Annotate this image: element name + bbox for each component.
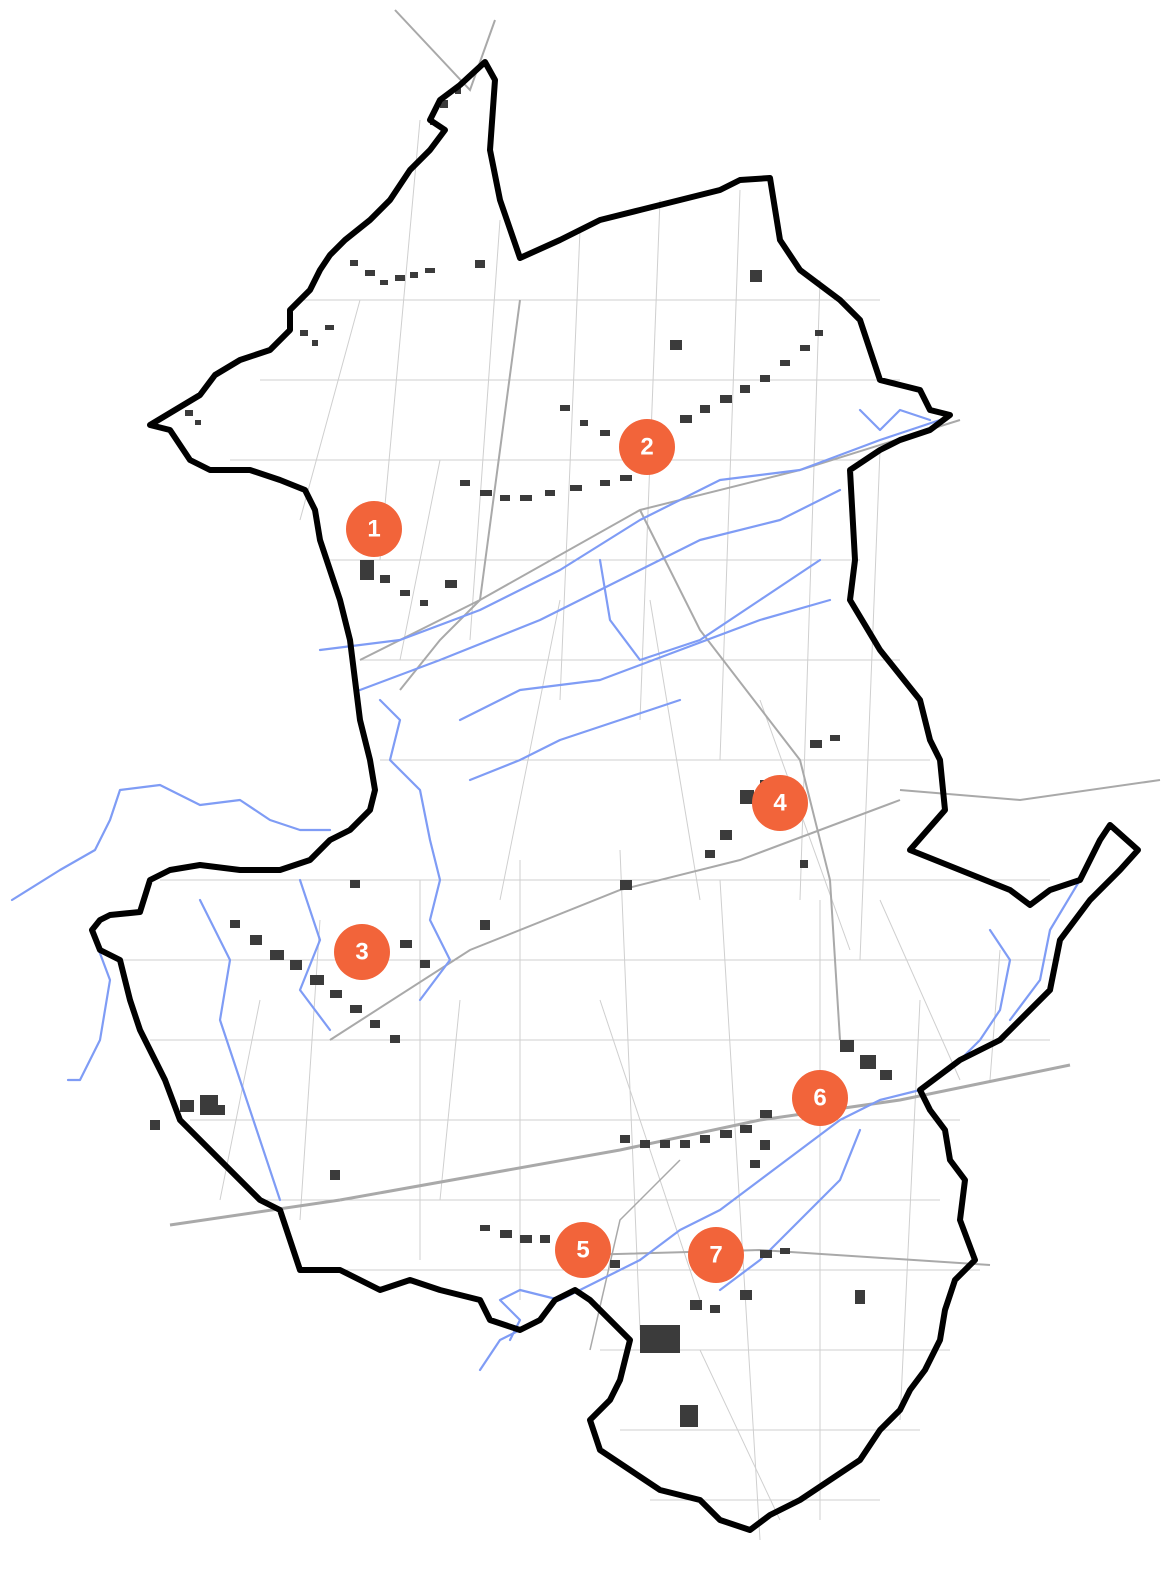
municipality-boundary	[89, 59, 1141, 1533]
site-markers: 1 2 3 4 5 6 7	[334, 419, 848, 1283]
waterways	[10, 408, 1102, 1372]
buildings	[150, 88, 892, 1427]
marker-2-label: 2	[640, 434, 653, 461]
marker-5-label: 5	[576, 1237, 589, 1264]
marker-3-label: 3	[355, 939, 368, 966]
parcel-lines	[120, 119, 1060, 1541]
roads	[169, 9, 1161, 1351]
marker-2[interactable]: 2	[619, 419, 675, 475]
marker-7[interactable]: 7	[688, 1227, 744, 1283]
marker-4-label: 4	[773, 790, 787, 817]
marker-1-label: 1	[367, 516, 380, 543]
marker-3[interactable]: 3	[334, 924, 390, 980]
marker-5[interactable]: 5	[555, 1222, 611, 1278]
marker-6-label: 6	[813, 1085, 826, 1112]
marker-6[interactable]: 6	[792, 1070, 848, 1126]
marker-1[interactable]: 1	[346, 501, 402, 557]
marker-4[interactable]: 4	[752, 775, 808, 831]
marker-7-label: 7	[709, 1242, 722, 1269]
